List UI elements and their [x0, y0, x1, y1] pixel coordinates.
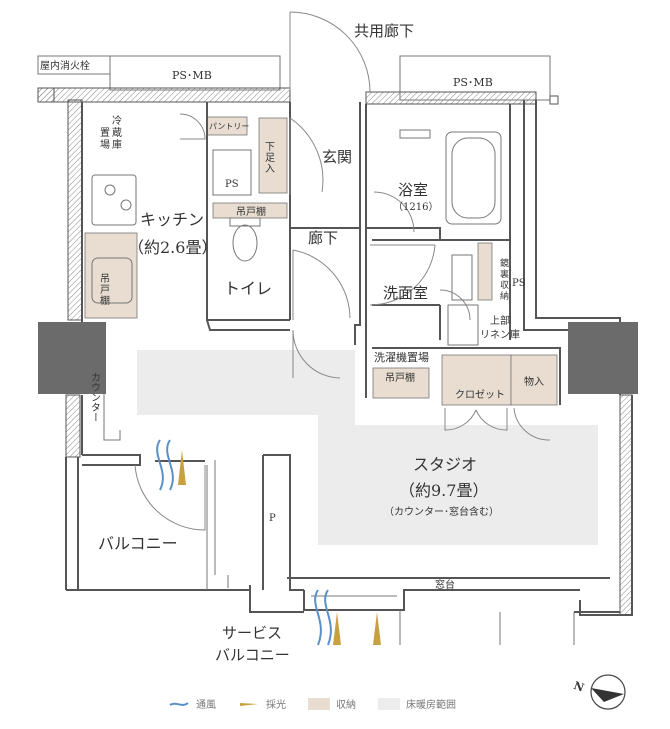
label-fire-hydrant: 屋内消火栓	[40, 59, 90, 72]
label-mirror-3: 収	[500, 279, 509, 291]
label-entrance: 玄関	[322, 148, 352, 166]
vanity	[451, 254, 473, 301]
light-icon	[240, 702, 258, 706]
legend: 通風 採光 収納 床暖房範囲	[168, 696, 456, 711]
label-hanging-1: 吊	[100, 273, 110, 285]
label-mirror-4: 納	[500, 290, 509, 302]
label-corridor: 共用廊下	[354, 22, 414, 40]
shoe-storage	[258, 117, 288, 194]
label-toilet: トイレ	[224, 279, 272, 298]
kitchen-sink	[91, 257, 133, 304]
label-bath-size: （1216）	[393, 201, 438, 213]
closet-storage	[441, 354, 512, 406]
storage-room	[510, 354, 558, 406]
legend-storage: 収納	[308, 696, 356, 711]
pillar-left	[38, 322, 106, 394]
label-upper-cabinet-kitchen: 吊戸棚	[236, 205, 266, 218]
label-hanging-3: 棚	[100, 294, 110, 307]
ps-toilet-box	[212, 149, 252, 196]
label-fridge-5: 場	[100, 138, 110, 151]
legend-wind: 通風	[168, 696, 216, 711]
washer-cabinet	[372, 367, 430, 399]
label-washer: 洗濯機置場	[374, 350, 429, 364]
label-mirror-1: 鏡	[500, 257, 509, 269]
compass-needle-icon	[591, 688, 624, 702]
label-shoe-2: 足	[265, 152, 275, 164]
label-shoe-1: 下	[265, 142, 275, 153]
kitchen-side-shelf	[84, 232, 138, 319]
label-pipe: P	[269, 513, 276, 524]
label-shoe-3: 入	[265, 164, 275, 175]
legend-floorheat-label: 床暖房範囲	[406, 700, 456, 711]
floorheat-swatch	[378, 697, 400, 710]
label-closet: クロゼット	[455, 389, 505, 401]
label-fridge-3: 庫	[112, 138, 122, 151]
label-service-balcony-1: サービス	[222, 624, 282, 642]
label-window-bench: 窓台	[435, 578, 455, 591]
legend-light-label: 採光	[266, 700, 286, 711]
bathtub	[445, 131, 502, 225]
label-balcony: バルコニー	[98, 534, 178, 553]
label-hallway: 廊下	[308, 229, 338, 247]
stove	[91, 174, 137, 226]
compass-north-label: N	[572, 679, 586, 695]
label-fridge-4: 置	[100, 127, 110, 139]
legend-storage-label: 収納	[336, 700, 356, 711]
toilet-tank	[229, 217, 261, 227]
doors	[134, 11, 551, 531]
label-service-balcony-2: バルコニー	[215, 646, 290, 664]
label-ps-wash: PS	[512, 278, 526, 289]
legend-floorheat: 床暖房範囲	[378, 696, 456, 711]
daylight-arrows	[178, 450, 381, 645]
label-counter: カウンター	[89, 372, 101, 422]
floor-heating-area	[137, 350, 598, 545]
label-linen-1: 上部	[490, 314, 510, 327]
ventilation-arrows	[156, 439, 332, 646]
washer-box	[447, 304, 479, 346]
label-studio-size: （約9.7畳）	[399, 481, 488, 500]
compass-ring	[590, 674, 626, 710]
storage-swatch	[308, 697, 330, 710]
label-studio-note: （カウンター･窓台含む）	[384, 505, 499, 518]
wind-icon	[169, 701, 189, 706]
label-ps-toilet: PS	[225, 179, 239, 190]
toilet-bowl	[232, 224, 258, 262]
pillar-right	[568, 322, 638, 394]
compass: N	[572, 674, 626, 710]
label-fridge-2: 蔵	[112, 126, 122, 139]
label-linen-2: リネン庫	[480, 328, 520, 341]
label-studio: スタジオ	[413, 455, 477, 474]
label-fridge: 冷	[112, 114, 122, 127]
label-pantry: パントリー	[209, 122, 249, 131]
label-psmb-right: PS･MB	[453, 76, 493, 89]
bath-rail	[399, 129, 431, 139]
pillar-small	[549, 95, 559, 105]
mirror-storage	[477, 242, 493, 301]
legend-wind-label: 通風	[196, 700, 216, 711]
label-psmb-left: PS･MB	[172, 69, 212, 82]
walls	[65, 100, 633, 616]
label-storage: 物入	[524, 375, 544, 388]
label-kitchen: キッチン	[140, 210, 204, 229]
storage-areas	[84, 116, 558, 406]
legend-light: 採光	[238, 696, 286, 711]
label-kitchen-size: （約2.6畳）	[128, 238, 217, 257]
fixtures	[91, 129, 502, 346]
label-mirror-2: 裏	[500, 268, 509, 280]
label-washroom: 洗面室	[383, 284, 428, 302]
label-bath: 浴室	[398, 181, 428, 199]
label-upper-cabinet-wash: 吊戸棚	[385, 371, 415, 384]
label-hanging-2: 戸	[100, 284, 110, 296]
